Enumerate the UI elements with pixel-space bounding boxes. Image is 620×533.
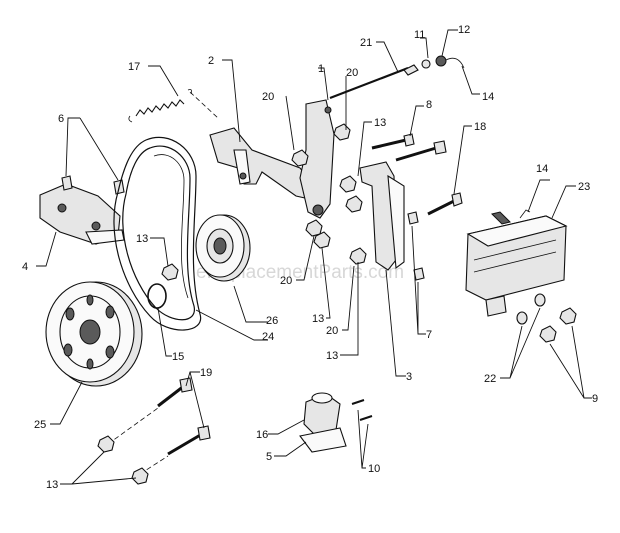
callout-17: 17 xyxy=(128,61,140,73)
watermark-text: eReplacementParts.com xyxy=(196,262,404,283)
callout-2: 2 xyxy=(208,55,214,67)
part-16-solenoid xyxy=(299,392,373,453)
leader-lines xyxy=(36,29,592,485)
callout-13-center: 13 xyxy=(312,313,324,325)
nut-hardware xyxy=(161,123,367,281)
part-21-rod xyxy=(329,64,419,100)
callout-6: 6 xyxy=(58,113,64,125)
part-15-snap-ring xyxy=(147,283,167,309)
callout-9: 9 xyxy=(592,393,598,405)
callout-20-mid: 20 xyxy=(280,275,292,287)
callout-1: 1 xyxy=(318,63,324,75)
part-22-9-hardware xyxy=(516,293,577,343)
callout-20-left: 20 xyxy=(262,91,274,103)
part-4-plate xyxy=(39,175,125,245)
part-11-12-fittings xyxy=(421,55,465,69)
callout-10: 10 xyxy=(368,463,380,475)
callout-25: 25 xyxy=(34,419,46,431)
callout-3: 3 xyxy=(406,371,412,383)
callout-14-top: 14 xyxy=(482,91,494,103)
callout-26: 26 xyxy=(266,315,278,327)
callout-labels: 17 2 1 20 20 21 11 12 14 8 18 13 6 4 13 … xyxy=(22,24,598,491)
callout-20-bottom: 20 xyxy=(326,325,338,337)
part-23-housing xyxy=(465,209,568,317)
callout-24: 24 xyxy=(262,331,274,343)
callout-4: 4 xyxy=(22,261,28,273)
callout-18: 18 xyxy=(474,121,486,133)
callout-8: 8 xyxy=(426,99,432,111)
part-19-bolts xyxy=(97,377,211,485)
callout-22: 22 xyxy=(484,373,496,385)
callout-20-top: 20 xyxy=(346,67,358,79)
callout-5: 5 xyxy=(266,451,272,463)
callout-13-bottom: 13 xyxy=(46,479,58,491)
part-3-bracket xyxy=(359,161,405,271)
callout-12: 12 xyxy=(458,24,470,36)
part-24-belt xyxy=(113,136,202,331)
part-2-idler-bracket xyxy=(209,127,319,201)
callout-13-mid: 13 xyxy=(136,233,148,245)
callout-19: 19 xyxy=(200,367,212,379)
callout-21: 21 xyxy=(360,37,372,49)
part-1-idler-arm xyxy=(299,99,335,219)
callout-7: 7 xyxy=(426,329,432,341)
callout-15: 15 xyxy=(172,351,184,363)
callout-13-upper: 13 xyxy=(374,117,386,129)
callout-16: 16 xyxy=(256,429,268,441)
part-17-spring xyxy=(128,89,219,123)
part-25-drive-pulley xyxy=(45,281,143,387)
callout-11: 11 xyxy=(414,29,425,41)
callout-23: 23 xyxy=(578,181,590,193)
bolt-hardware xyxy=(371,133,463,281)
callout-14-right: 14 xyxy=(536,163,548,175)
callout-13-lower: 13 xyxy=(326,350,338,362)
part-26-idler-pulley xyxy=(195,214,251,282)
